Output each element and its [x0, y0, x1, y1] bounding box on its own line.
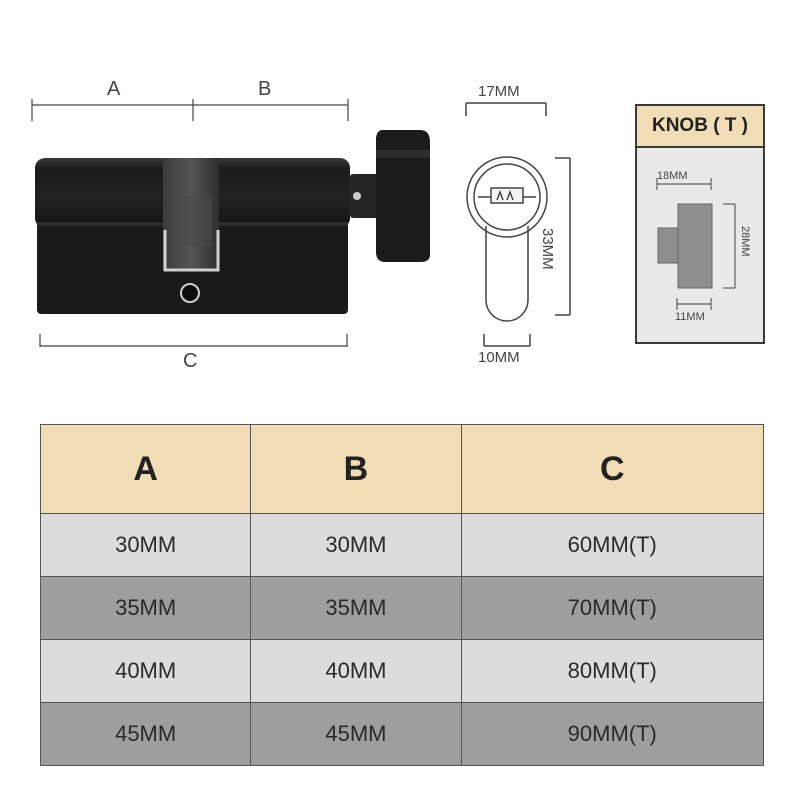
label-b: B [258, 78, 272, 100]
header-a: A [39, 424, 252, 514]
cell-c: 90MM(T) [460, 702, 765, 766]
lock-cylinder [35, 130, 430, 314]
cylinder-profile [465, 102, 571, 347]
knob-detail: KNOB ( T ) 18MM 28MM 11MM [635, 104, 765, 344]
label-height-33: 33MM [539, 228, 556, 270]
knob-width-18: 18MM [657, 170, 688, 182]
knob-title: KNOB ( T ) [637, 106, 763, 148]
cell-c: 80MM(T) [460, 639, 765, 703]
table-header-row: A B C [39, 424, 765, 514]
cell-c: 60MM(T) [460, 513, 765, 577]
dimension-ab [31, 99, 349, 121]
cell-a: 30MM [39, 513, 252, 577]
knob-width-11: 11MM [675, 311, 705, 323]
knob-drawing [656, 178, 736, 310]
label-a: A [107, 78, 121, 100]
header-c: C [460, 424, 765, 514]
label-width-10: 10MM [478, 349, 520, 366]
cell-c: 70MM(T) [460, 576, 765, 640]
cell-b: 40MM [250, 639, 462, 703]
cell-b: 30MM [250, 513, 462, 577]
header-b: B [250, 424, 462, 514]
size-table: A B C 30MM 30MM 60MM(T) 35MM 35MM 70MM(T… [39, 424, 765, 766]
table-row: 35MM 35MM 70MM(T) [39, 576, 765, 640]
cylinder-diagram [31, 99, 571, 347]
cell-b: 45MM [250, 702, 462, 766]
table-row: 45MM 45MM 90MM(T) [39, 702, 765, 766]
label-c: C [183, 350, 198, 372]
dimension-c [39, 334, 348, 347]
cell-a: 40MM [39, 639, 252, 703]
cell-a: 45MM [39, 702, 252, 766]
cell-b: 35MM [250, 576, 462, 640]
label-width-17: 17MM [478, 83, 520, 100]
cell-a: 35MM [39, 576, 252, 640]
knob-height-28: 28MM [739, 226, 751, 257]
table-row: 40MM 40MM 80MM(T) [39, 639, 765, 703]
table-row: 30MM 30MM 60MM(T) [39, 513, 765, 577]
